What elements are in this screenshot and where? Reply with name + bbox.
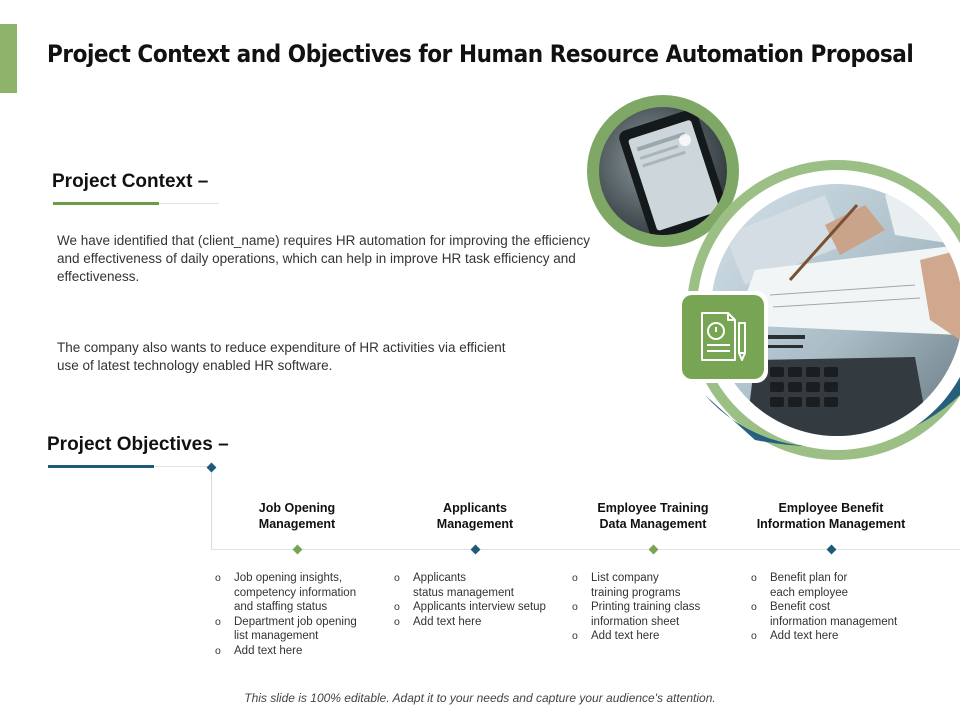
slide-title: Project Context and Objectives for Human… (47, 40, 914, 68)
list-item: Benefit plan for each employee (751, 571, 941, 600)
objective-title-employee-training: Employee Training Data Management (568, 500, 738, 532)
icon-tile (682, 295, 764, 379)
objective-title-line: Data Management (599, 517, 707, 531)
context-paragraph-1: We have identified that (client_name) re… (57, 233, 591, 284)
document-icon (701, 312, 746, 361)
timeline-start-diamond (206, 462, 217, 473)
objective-title-line: Management (258, 517, 336, 531)
timeline-diamond-employee-benefit (826, 544, 837, 555)
timeline-connector (211, 468, 212, 550)
list-item: List company training programs (572, 571, 742, 600)
decorative-photo-group (587, 95, 960, 460)
objective-title-line: Applicants (443, 501, 507, 515)
objective-title-job-opening: Job Opening Management (212, 500, 382, 532)
list-item: Add text here (215, 644, 385, 659)
list-item: Printing training class information shee… (572, 600, 742, 629)
objective-title-line: Job Opening (258, 501, 336, 515)
objective-title-line: Employee Training (597, 501, 709, 515)
list-item: Applicants status management (394, 571, 564, 600)
timeline-diamond-employee-training (648, 544, 659, 555)
timeline-diamond-job-opening (292, 544, 303, 555)
objective-title-employee-benefit: Employee Benefit Information Management (746, 500, 916, 532)
objective-list-employee-benefit: Benefit plan for each employee Benefit c… (751, 571, 941, 644)
list-item: Applicants interview setup (394, 600, 564, 615)
footer-note: This slide is 100% editable. Adapt it to… (244, 691, 716, 705)
list-item: Add text here (394, 615, 564, 630)
objective-title-applicants: Applicants Management (390, 500, 560, 532)
list-item: Job opening insights, competency informa… (215, 571, 385, 615)
timeline-line (211, 549, 960, 550)
objective-title-line: Management (436, 517, 514, 531)
context-heading-underline (53, 202, 159, 205)
objective-list-employee-training: List company training programs Printing … (572, 571, 742, 644)
tablet-photo (599, 107, 727, 235)
desk-photo (711, 184, 960, 436)
list-item: Add text here (751, 629, 941, 644)
list-item: Department job opening list management (215, 615, 385, 644)
context-heading-underline-extension (159, 203, 219, 204)
list-item: Benefit cost information management (751, 600, 941, 629)
title-accent-bar (0, 24, 17, 93)
project-objectives-heading: Project Objectives – (47, 434, 229, 455)
project-context-heading: Project Context – (52, 171, 209, 192)
objective-title-line: Employee Benefit (778, 501, 884, 515)
objectives-heading-underline (48, 465, 154, 468)
objective-list-job-opening: Job opening insights, competency informa… (215, 571, 385, 658)
objective-list-applicants: Applicants status management Applicants … (394, 571, 564, 629)
objectives-heading-underline-extension (154, 466, 212, 467)
context-paragraph-2: The company also wants to reduce expendi… (57, 340, 506, 373)
timeline-diamond-applicants (470, 544, 481, 555)
list-item: Add text here (572, 629, 742, 644)
objective-title-line: Information Management (756, 517, 906, 531)
